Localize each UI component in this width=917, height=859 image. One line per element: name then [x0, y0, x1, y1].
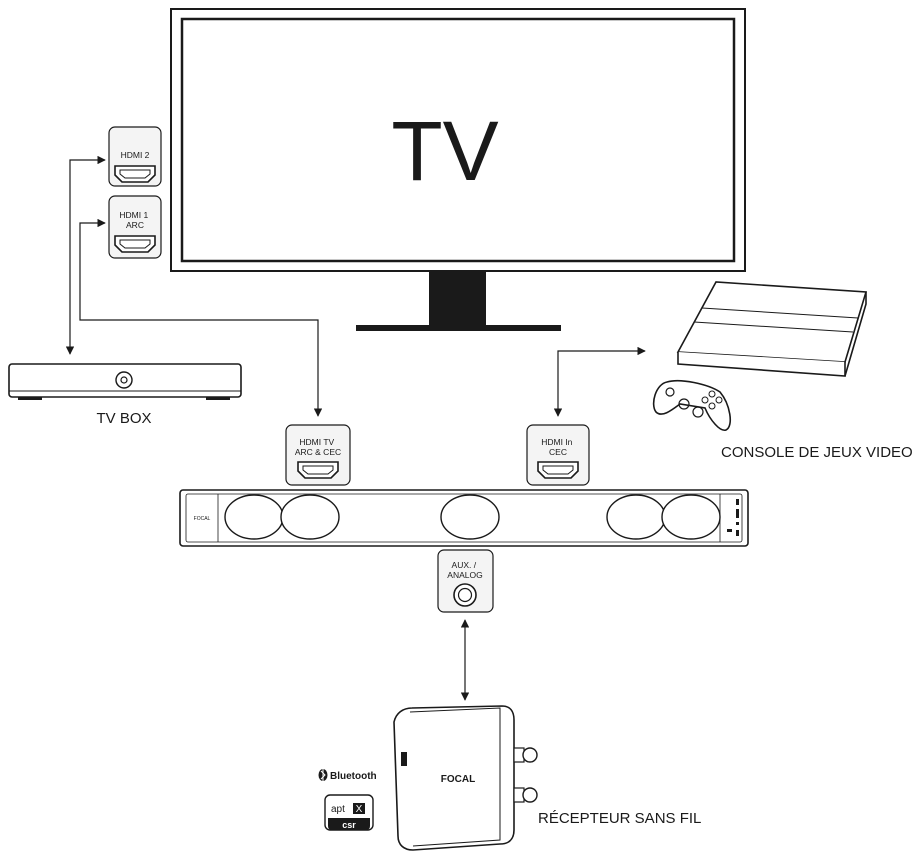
- aptx-wordmark: apt: [331, 804, 345, 815]
- tv-port-hdmi2: HDMI 2: [108, 126, 162, 187]
- soundbar: FOCAL: [179, 489, 749, 547]
- speaker-driver: [280, 494, 340, 540]
- bluetooth-logo: Bluetooth: [318, 769, 377, 782]
- tv-box-label: TV BOX: [96, 410, 151, 427]
- power-icon: [115, 371, 133, 389]
- tv-stand-base: [356, 325, 561, 331]
- soundbar-port-aux-label: AUX. / ANALOG: [447, 560, 482, 580]
- hdmi-port-icon: [114, 165, 156, 183]
- game-console: CONSOLE DE JEUX VIDEO: [652, 281, 913, 461]
- aptx-x-mark: X: [356, 804, 363, 815]
- hdmi-port-icon: [537, 461, 579, 479]
- tv: TV: [170, 8, 746, 331]
- receiver-label: RÉCEPTEUR SANS FIL: [538, 810, 701, 827]
- gamepad-icon: [652, 379, 732, 431]
- soundbar-port-hdmi-tv: HDMI TV ARC & CEC: [285, 424, 351, 486]
- csr-wordmark: csr: [342, 820, 356, 830]
- speaker-driver: [606, 494, 666, 540]
- speaker-driver: [440, 494, 500, 540]
- bluetooth-wordmark: Bluetooth: [330, 771, 377, 782]
- soundbar-port-hdmi-tv-label: HDMI TV ARC & CEC: [295, 437, 341, 457]
- tv-port-hdmi1: HDMI 1 ARC: [108, 195, 162, 259]
- soundbar-port-hdmi-in-label: HDMI In CEC: [541, 437, 575, 457]
- rca-connectors-icon: [513, 747, 538, 803]
- link-hdmi1-soundbar: [79, 218, 323, 417]
- hdmi-port-icon: [114, 235, 156, 253]
- speaker-driver: [661, 494, 721, 540]
- receiver-brand-logo: FOCAL: [441, 774, 475, 785]
- speaker-driver: [224, 494, 284, 540]
- soundbar-control-panel: [727, 499, 739, 536]
- connections: [65, 155, 646, 701]
- soundbar-port-aux: AUX. / ANALOG: [437, 549, 494, 613]
- console-label: CONSOLE DE JEUX VIDEO: [721, 444, 913, 461]
- soundbar-brand-logo: FOCAL: [194, 516, 211, 522]
- hdmi-port-icon: [297, 461, 339, 479]
- tv-box: TV BOX: [8, 363, 242, 427]
- tv-port-hdmi2-label: HDMI 2: [121, 150, 150, 160]
- wireless-receiver: FOCAL RÉCEPTEUR SANS FIL: [393, 705, 701, 851]
- link-console-soundbar: [553, 346, 646, 417]
- aptx-logo: apt X csr: [324, 794, 374, 831]
- soundbar-port-hdmi-in: HDMI In CEC: [526, 424, 590, 486]
- link-tvbox-hdmi2: [65, 155, 106, 355]
- tv-title: TV: [391, 104, 498, 198]
- tv-stand-neck: [429, 271, 486, 326]
